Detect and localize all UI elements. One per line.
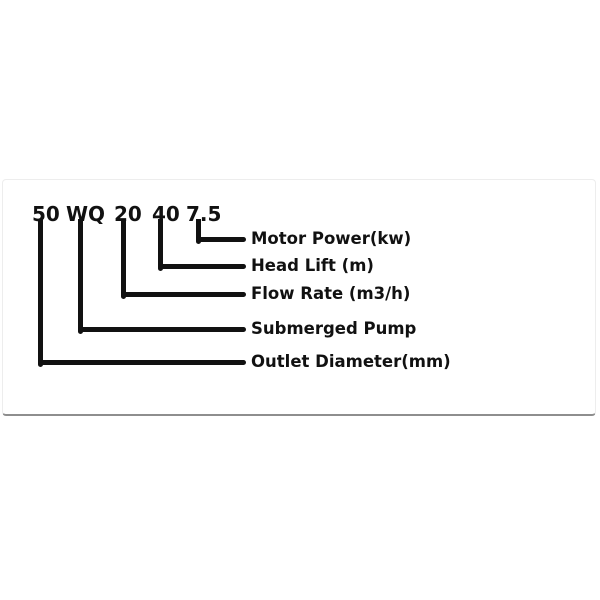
model-code-part: WQ — [66, 202, 106, 226]
connector-horizontal-line — [158, 264, 246, 269]
connector-vertical-line — [121, 219, 126, 299]
connector-horizontal-line — [78, 327, 246, 332]
code-meaning-label: Motor Power(kw) — [251, 229, 412, 248]
code-meaning-label: Submerged Pump — [251, 319, 417, 338]
code-meaning-label: Flow Rate (m3/h) — [251, 284, 411, 303]
connector-vertical-line — [158, 219, 163, 271]
model-code-part: 7.5 — [186, 202, 222, 226]
connector-vertical-line — [196, 219, 201, 244]
connector-horizontal-line — [121, 292, 246, 297]
connector-vertical-line — [78, 219, 83, 334]
connector-horizontal-line — [38, 360, 246, 365]
code-meaning-label: Outlet Diameter(mm) — [251, 352, 451, 371]
connector-horizontal-line — [196, 237, 246, 242]
connector-vertical-line — [38, 219, 43, 367]
model-code-part: 50 — [32, 202, 60, 226]
code-meaning-label: Head Lift (m) — [251, 256, 374, 275]
nomenclature-panel — [2, 179, 596, 416]
model-code-part: 40 — [152, 202, 180, 226]
model-code-part: 20 — [114, 202, 142, 226]
